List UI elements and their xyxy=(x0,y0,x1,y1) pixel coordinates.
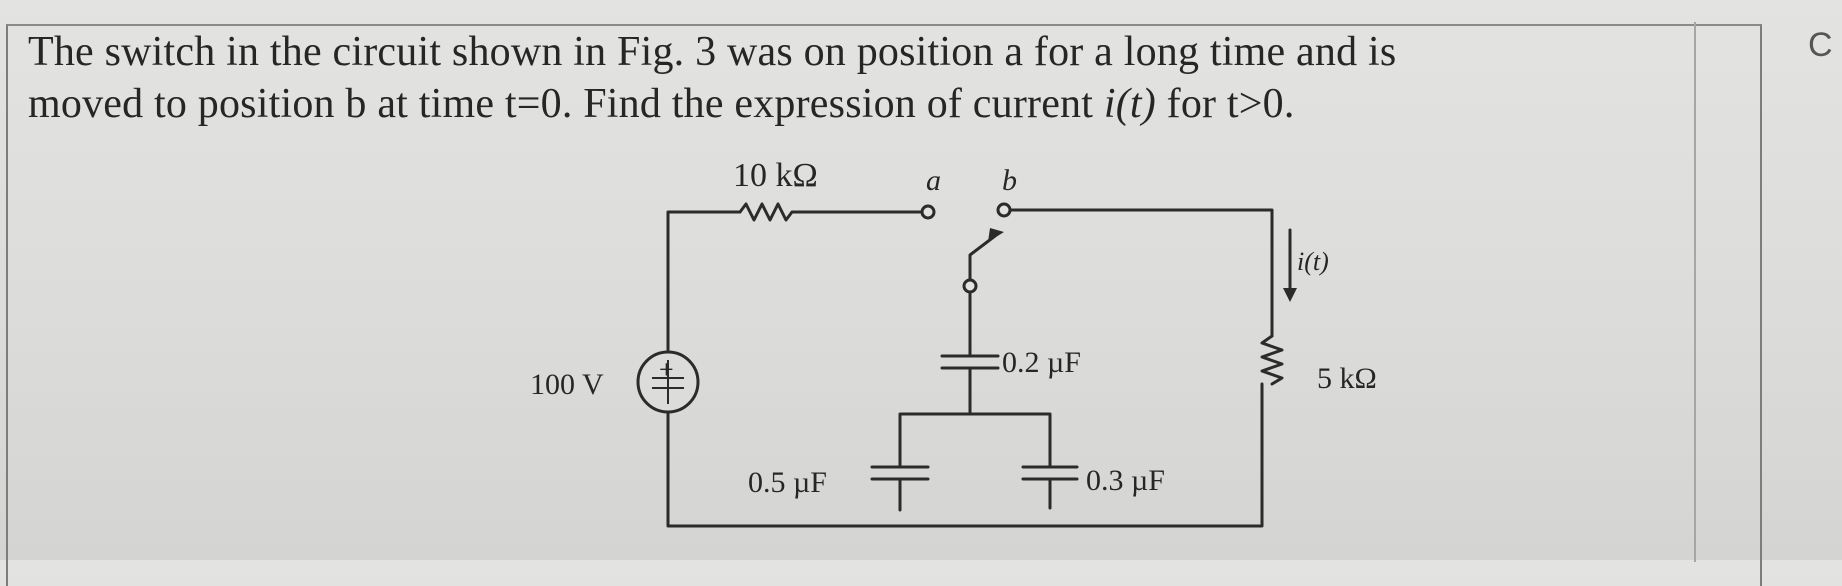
label-resistor-10k: 10 kΩ xyxy=(733,157,818,194)
circuit-diagram: 10 kΩ a b i(t) 100 V + 0.2 µF 5 kΩ 0.5 µ… xyxy=(530,157,1377,528)
wire-left-bottom xyxy=(666,382,1264,528)
edge-letter: C xyxy=(1808,26,1833,64)
cap-0-3uF-plates xyxy=(1021,465,1079,481)
label-source-polarity: + xyxy=(659,355,674,384)
label-cap-0-5uF: 0.5 µF xyxy=(748,466,827,499)
switch-pivot-node xyxy=(962,278,978,294)
label-terminal-b: b xyxy=(1002,164,1017,197)
cap-0-5uF-plates xyxy=(870,465,930,481)
problem-line-1: The switch in the circuit shown in Fig. … xyxy=(28,29,1397,75)
label-cap-0-2uF: 0.2 µF xyxy=(1002,346,1081,379)
label-current: i(t) xyxy=(1297,247,1329,276)
voltage-source-inner xyxy=(652,360,684,404)
current-arrow-head xyxy=(1283,288,1297,302)
problem-statement: The switch in the circuit shown in Fig. … xyxy=(28,26,1678,130)
terminal-b-node xyxy=(996,202,1012,218)
column-divider xyxy=(1694,22,1696,562)
wire-left-top xyxy=(666,210,742,352)
problem-line-2-end: for t>0. xyxy=(1155,81,1295,127)
problem-current-symbol: i(t) xyxy=(1103,81,1156,127)
resistor-5k xyxy=(1260,334,1284,386)
wire-right-top xyxy=(1008,208,1274,338)
switch-lever xyxy=(968,234,997,286)
label-voltage-source: 100 V xyxy=(530,368,604,401)
resistor-10k xyxy=(738,202,922,222)
cap-0-2uF-plates xyxy=(940,354,1000,370)
terminal-a-node xyxy=(920,204,936,220)
label-terminal-a: a xyxy=(926,164,941,197)
label-resistor-5k: 5 kΩ xyxy=(1317,362,1377,395)
problem-frame xyxy=(6,24,1762,586)
wire-bottom-branch xyxy=(898,412,1052,447)
switch-arrow-head xyxy=(988,228,1004,242)
problem-line-2-start: moved to position b at time t=0. Find th… xyxy=(28,81,1104,127)
label-cap-0-3uF: 0.3 µF xyxy=(1086,464,1165,497)
